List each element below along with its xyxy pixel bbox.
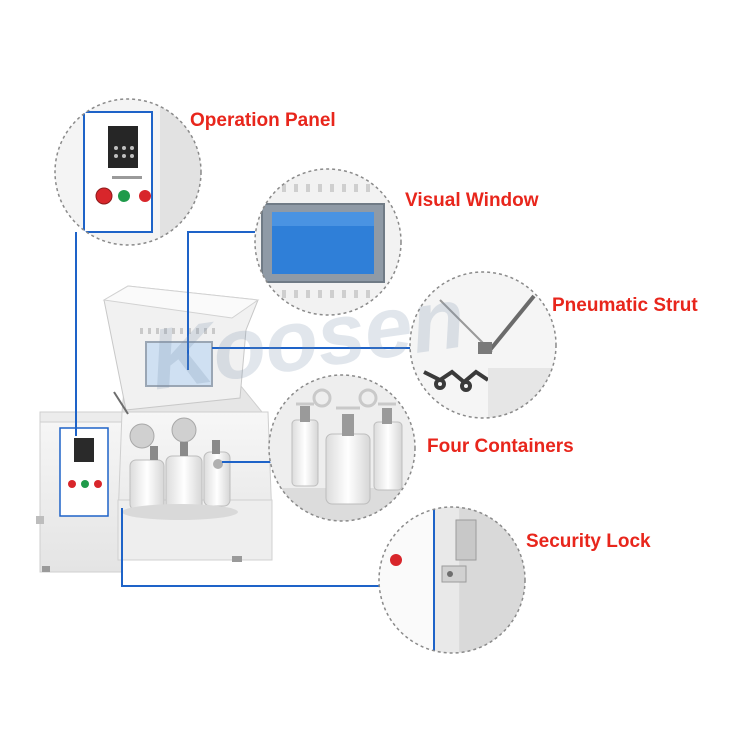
label-security-lock: Security Lock xyxy=(526,531,651,552)
label-four-containers: Four Containers xyxy=(427,436,574,457)
label-operation-panel: Operation Panel xyxy=(190,110,336,131)
detail-circle-pneumatic-strut xyxy=(409,271,557,419)
panel-display xyxy=(74,438,94,462)
leader-visual-window xyxy=(187,231,255,370)
jar-1 xyxy=(129,459,165,511)
panel-button-green xyxy=(81,480,89,488)
leader-security-lock xyxy=(121,508,380,587)
detail-circle-operation-panel xyxy=(54,98,202,246)
detail-circle-security-lock xyxy=(378,506,526,654)
panel-button-red-2 xyxy=(94,480,102,488)
label-pneumatic-strut: Pneumatic Strut xyxy=(552,295,698,316)
panel-button-red xyxy=(68,480,76,488)
detail-circle-visual-window xyxy=(254,168,402,316)
label-visual-window: Visual Window xyxy=(405,190,539,211)
leader-lines xyxy=(75,231,412,587)
lid-window xyxy=(145,341,213,387)
detail-circle-four-containers xyxy=(268,374,416,522)
jar-2 xyxy=(165,455,203,513)
machine xyxy=(36,285,273,573)
